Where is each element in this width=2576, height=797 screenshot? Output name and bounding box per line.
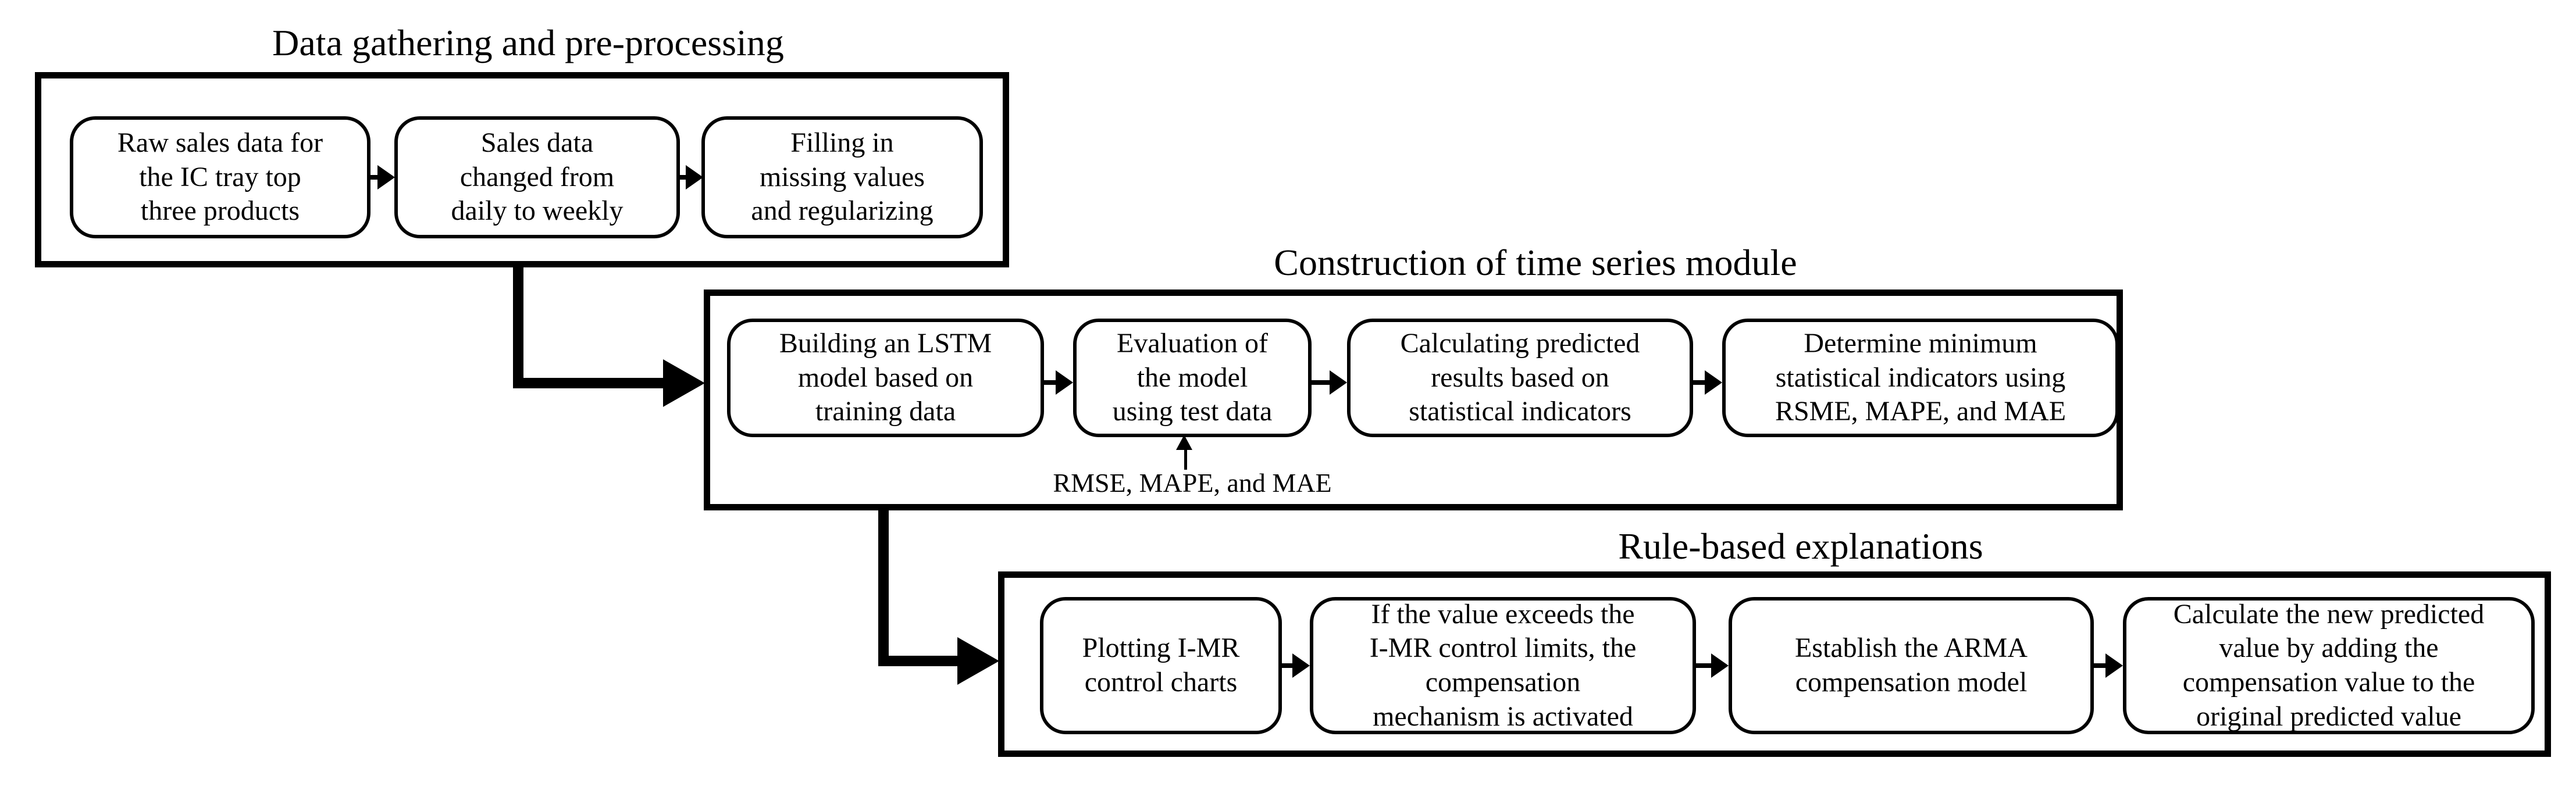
elbow-connector-2-horizontal [878,656,957,666]
process-box-raw-sales-data: Raw sales data for the IC tray top three… [70,116,370,238]
arrow-right-icon [1693,370,1722,395]
arrow-right-icon [1282,653,1310,678]
process-box-build-lstm: Building an LSTM model based on training… [727,319,1044,437]
process-box-new-predicted-value: Calculate the new predicted value by add… [2123,597,2535,734]
elbow-connector-1-vertical [513,262,523,388]
elbow-connector-2-vertical [878,505,889,666]
section-title-data-gathering: Data gathering and pre-processing [272,22,784,63]
section-container-time-series-module [704,290,2123,510]
annotation-arrow-stem [1184,448,1187,470]
process-box-daily-to-weekly: Sales data changed from daily to weekly [394,116,680,238]
process-box-arma-model: Establish the ARMA compensation model [1729,597,2094,734]
process-box-compensation-trigger: If the value exceeds the I-MR control li… [1310,597,1696,734]
annotation-rmse-mape-mae: RMSE, MAPE, and MAE [1053,468,1332,498]
arrow-right-icon [1044,370,1073,395]
arrow-right-icon [1312,370,1347,395]
arrow-right-icon [368,165,395,190]
arrow-head-right-icon [663,359,705,407]
section-container-rule-based-explanations [998,571,2551,757]
arrow-right-icon [1696,653,1729,678]
process-box-min-statistical-indicators: Determine minimum statistical indicators… [1722,319,2119,437]
section-title-time-series-module: Construction of time series module [1274,242,1797,283]
process-box-fill-missing-values: Filling in missing values and regularizi… [701,116,983,238]
elbow-connector-1-horizontal [513,378,663,388]
arrow-right-icon [676,165,703,190]
section-title-rule-based-explanations: Rule-based explanations [1618,526,1983,567]
arrow-right-icon [2094,653,2123,678]
process-box-plot-imr-charts: Plotting I-MR control charts [1040,597,1282,734]
process-box-calc-predicted-results: Calculating predicted results based on s… [1347,319,1693,437]
process-box-evaluate-model: Evaluation of the model using test data [1073,319,1312,437]
arrow-head-right-icon [957,637,999,685]
arrow-up-icon [1176,435,1192,450]
